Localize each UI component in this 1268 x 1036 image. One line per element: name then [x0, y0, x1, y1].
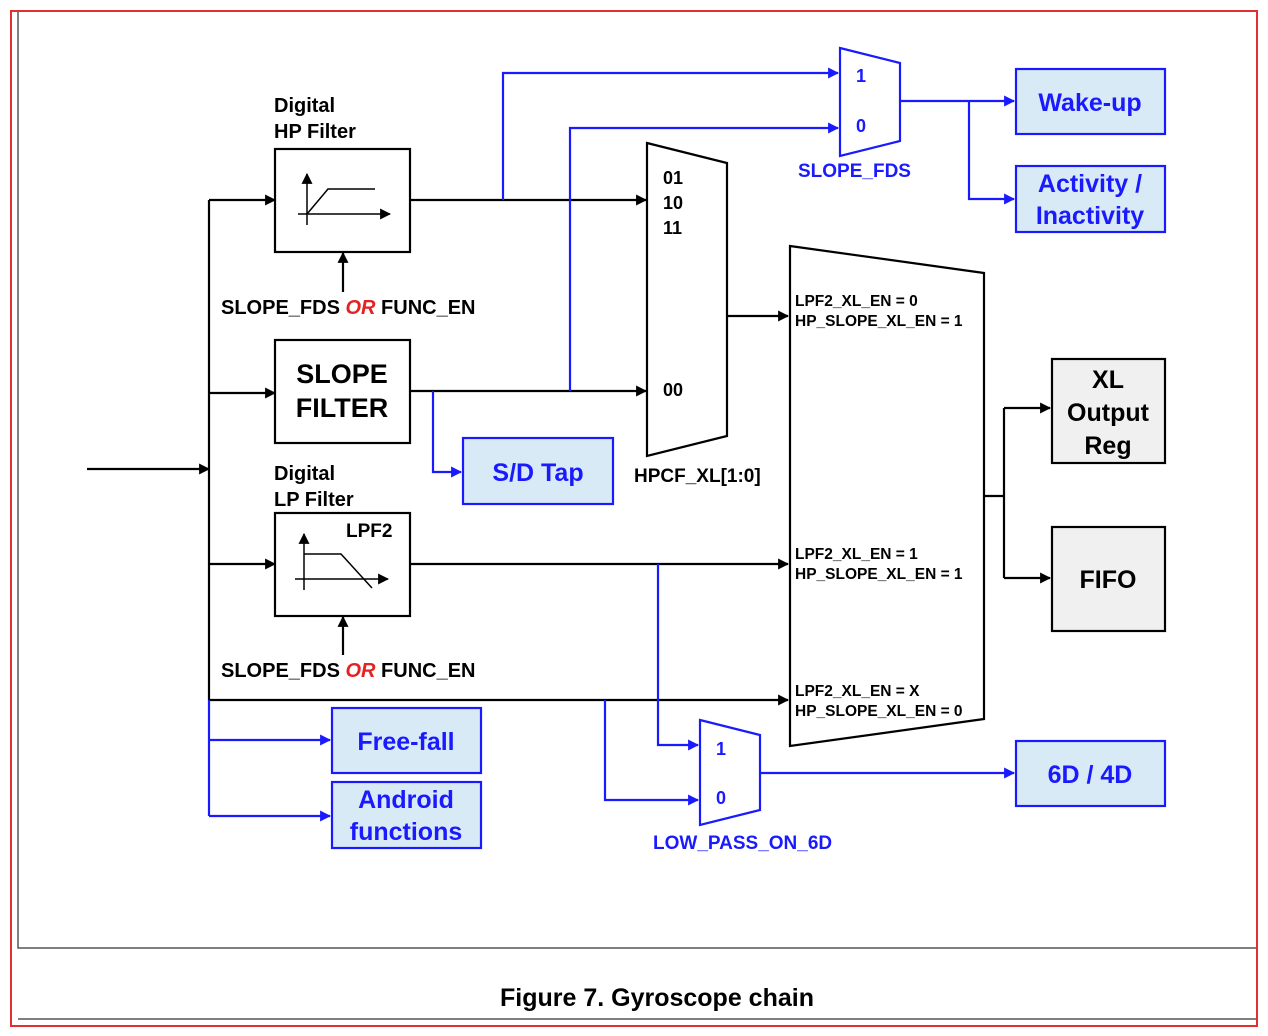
hp-filter-title-1: Digital	[274, 95, 335, 117]
6d-4d-label: 6D / 4D	[1048, 761, 1133, 789]
lp-filter-title-1: Digital	[274, 463, 335, 485]
hpcf-mux-label: HPCF_XL[1:0]	[634, 466, 761, 487]
hpcf-mux	[645, 141, 729, 458]
big-mux-a1: LPF2_XL_EN = 0	[795, 293, 918, 310]
6d-mux-in-0: 0	[716, 788, 726, 808]
big-mux-b2: HP_SLOPE_XL_EN = 1	[795, 566, 963, 583]
lp-control-label: SLOPE_FDS OR FUNC_EN	[221, 660, 476, 682]
big-mux-c2: HP_SLOPE_XL_EN = 0	[795, 703, 963, 720]
lp-filter-title-2: LP Filter	[274, 489, 354, 511]
output-select-mux	[788, 244, 986, 748]
6d-4d-box	[1014, 739, 1167, 808]
hp-response-icon	[298, 172, 392, 225]
fifo-label: FIFO	[1080, 566, 1137, 594]
hp-control-label: SLOPE_FDS OR FUNC_EN	[221, 297, 476, 319]
activity-box	[1014, 164, 1167, 234]
slope-filter-label-1: SLOPE	[296, 359, 388, 389]
free-fall-box	[330, 706, 483, 775]
slope-fds-mux-label: SLOPE_FDS	[798, 161, 911, 182]
low-pass-6d-mux	[698, 718, 762, 827]
android-label-1: Android	[358, 786, 454, 814]
lpf2-label: LPF2	[346, 521, 392, 542]
black-wiring	[87, 194, 1052, 706]
slope-filter-label-2: FILTER	[296, 393, 388, 423]
hpcf-mux-in-01: 01	[663, 168, 683, 188]
hpcf-mux-in-10: 10	[663, 193, 683, 213]
hpcf-mux-in-00: 00	[663, 380, 683, 400]
slope-fds-mux-in-0: 0	[856, 116, 866, 136]
xl-output-reg-box	[1050, 357, 1167, 465]
6d-mux-label: LOW_PASS_ON_6D	[653, 833, 832, 854]
slope-filter-box	[273, 338, 412, 445]
outer-frame	[10, 10, 1258, 1027]
hpcf-mux-in-11: 11	[663, 218, 682, 238]
inner-frame	[17, 12, 1256, 949]
big-mux-a2: HP_SLOPE_XL_EN = 1	[795, 313, 963, 330]
sd-tap-label: S/D Tap	[492, 459, 583, 487]
big-mux-b1: LPF2_XL_EN = 1	[795, 546, 918, 563]
lp-filter-box	[273, 511, 412, 618]
activity-label-1: Activity /	[1038, 170, 1142, 198]
xl-output-label-1: XL	[1092, 366, 1124, 394]
fifo-box	[1050, 525, 1167, 633]
slope-fds-mux-in-1: 1	[856, 66, 866, 86]
big-mux-c1: LPF2_XL_EN = X	[795, 683, 920, 700]
activity-label-2: Inactivity	[1036, 202, 1144, 230]
hp-filter-title-2: HP Filter	[274, 121, 356, 143]
hp-filter-box	[273, 147, 412, 254]
figure-caption: Figure 7. Gyroscope chain	[500, 984, 814, 1012]
android-label-2: functions	[350, 818, 463, 846]
lp-response-icon	[295, 532, 390, 590]
sd-tap-box	[461, 436, 615, 506]
free-fall-label: Free-fall	[357, 728, 454, 756]
wake-up-box	[1014, 67, 1167, 136]
blue-wiring	[207, 67, 1016, 822]
6d-mux-in-1: 1	[716, 739, 726, 759]
android-box	[330, 780, 483, 850]
xl-output-label-3: Reg	[1084, 432, 1131, 460]
xl-output-label-2: Output	[1067, 399, 1150, 427]
wake-up-label: Wake-up	[1038, 89, 1141, 117]
slope-fds-mux	[838, 46, 902, 158]
